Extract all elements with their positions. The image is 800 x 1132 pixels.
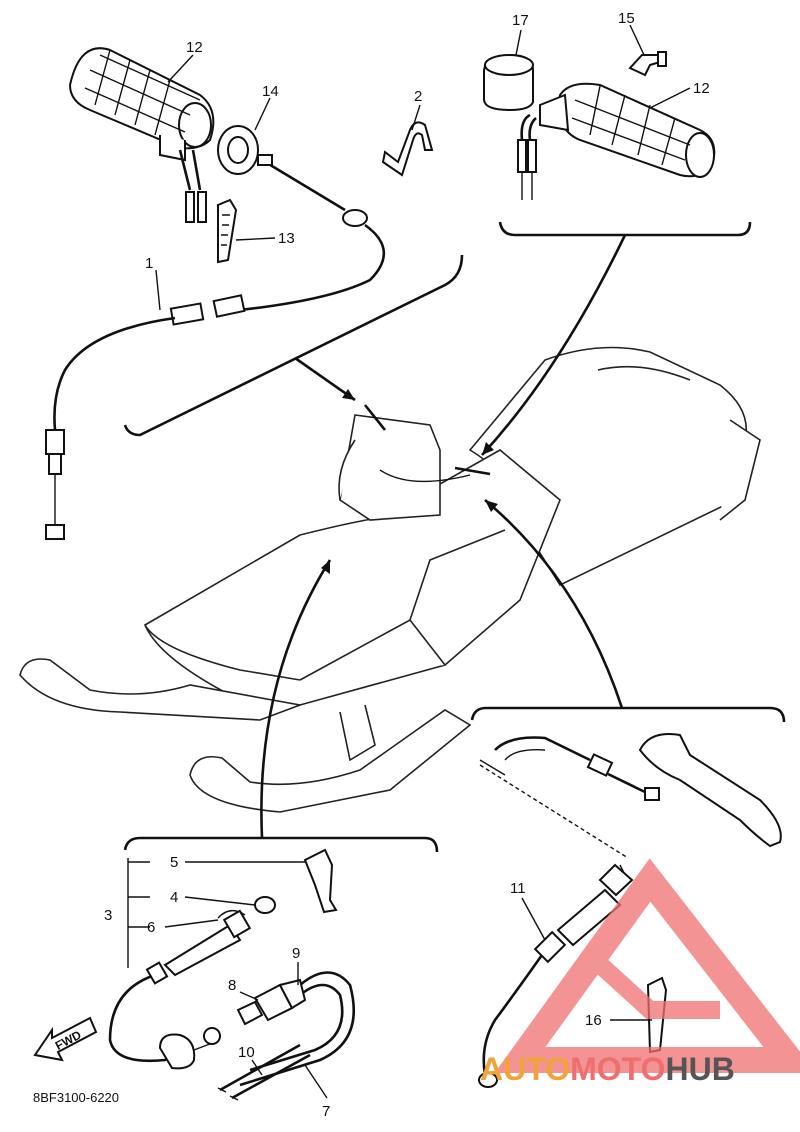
arrowhead-lower-right xyxy=(485,500,498,512)
callout-12-right: 12 xyxy=(693,80,710,97)
callout-15: 15 xyxy=(618,10,635,27)
fwd-arrow-icon xyxy=(33,1016,98,1062)
callout-13: 13 xyxy=(278,230,295,247)
arrowhead-left xyxy=(342,389,355,400)
callout-6: 6 xyxy=(147,919,155,936)
watermark-part-moto: MOTO xyxy=(570,1051,665,1087)
callout-1: 1 xyxy=(145,255,153,272)
callout-7: 7 xyxy=(322,1103,330,1120)
cap-part-17 xyxy=(483,53,534,112)
ring-part-14 xyxy=(217,125,259,175)
callout-9: 9 xyxy=(292,945,300,962)
group-bracket-right xyxy=(498,221,752,237)
watermark-part-hub: HUB xyxy=(665,1051,734,1087)
arrowhead-right xyxy=(482,442,494,455)
leader-arrow-lower-right xyxy=(484,499,624,709)
brake-lever-assembly xyxy=(479,733,782,848)
brake-cable-part-11 xyxy=(478,863,634,1088)
callout-14: 14 xyxy=(262,83,279,100)
leader-arrow-left xyxy=(294,356,356,402)
wire-part-10 xyxy=(219,1043,311,1100)
cable-part-9 xyxy=(239,971,355,1087)
plug-part-8 xyxy=(203,978,307,1045)
watermark-logo xyxy=(494,858,800,1073)
snowmobile-illustration xyxy=(19,346,761,813)
callout-3: 3 xyxy=(104,907,112,924)
switch-part-3 xyxy=(108,909,252,1070)
arrowhead-lower-left xyxy=(321,560,330,574)
callout-16: 16 xyxy=(585,1012,602,1029)
throttle-cable-part-1 xyxy=(45,154,386,540)
clip-part-2 xyxy=(381,121,434,177)
group-bracket-lower-left xyxy=(123,836,439,853)
dashed-connector xyxy=(479,764,629,859)
callout-8: 8 xyxy=(228,977,236,994)
grip-part-12-left xyxy=(68,47,215,223)
callout-11: 11 xyxy=(510,880,526,897)
grip-part-12-right xyxy=(517,82,716,200)
screw-part-15 xyxy=(628,51,667,77)
bracket-part-5 xyxy=(303,848,338,914)
leader-arrow-right xyxy=(481,234,627,456)
cable-tie-part-13 xyxy=(217,198,238,264)
callout-10: 10 xyxy=(238,1044,255,1061)
callout-2: 2 xyxy=(414,88,422,105)
group-bracket-lower-right xyxy=(470,706,786,723)
callout-12-left: 12 xyxy=(186,39,203,56)
nut-part-4 xyxy=(254,896,276,914)
group-bracket-left xyxy=(123,254,464,437)
callout-17: 17 xyxy=(512,12,529,29)
watermark-text: AUTOMOTOHUB xyxy=(480,1051,735,1087)
callout-4: 4 xyxy=(170,889,178,906)
callout-leaders xyxy=(128,24,691,1099)
harness-part-7 xyxy=(217,1087,239,1101)
callout-5: 5 xyxy=(170,854,178,871)
drawing-code: 8BF3100-6220 xyxy=(33,1090,119,1105)
leader-arrow-lower-left xyxy=(260,559,332,839)
watermark-part-auto: AUTO xyxy=(480,1051,570,1087)
